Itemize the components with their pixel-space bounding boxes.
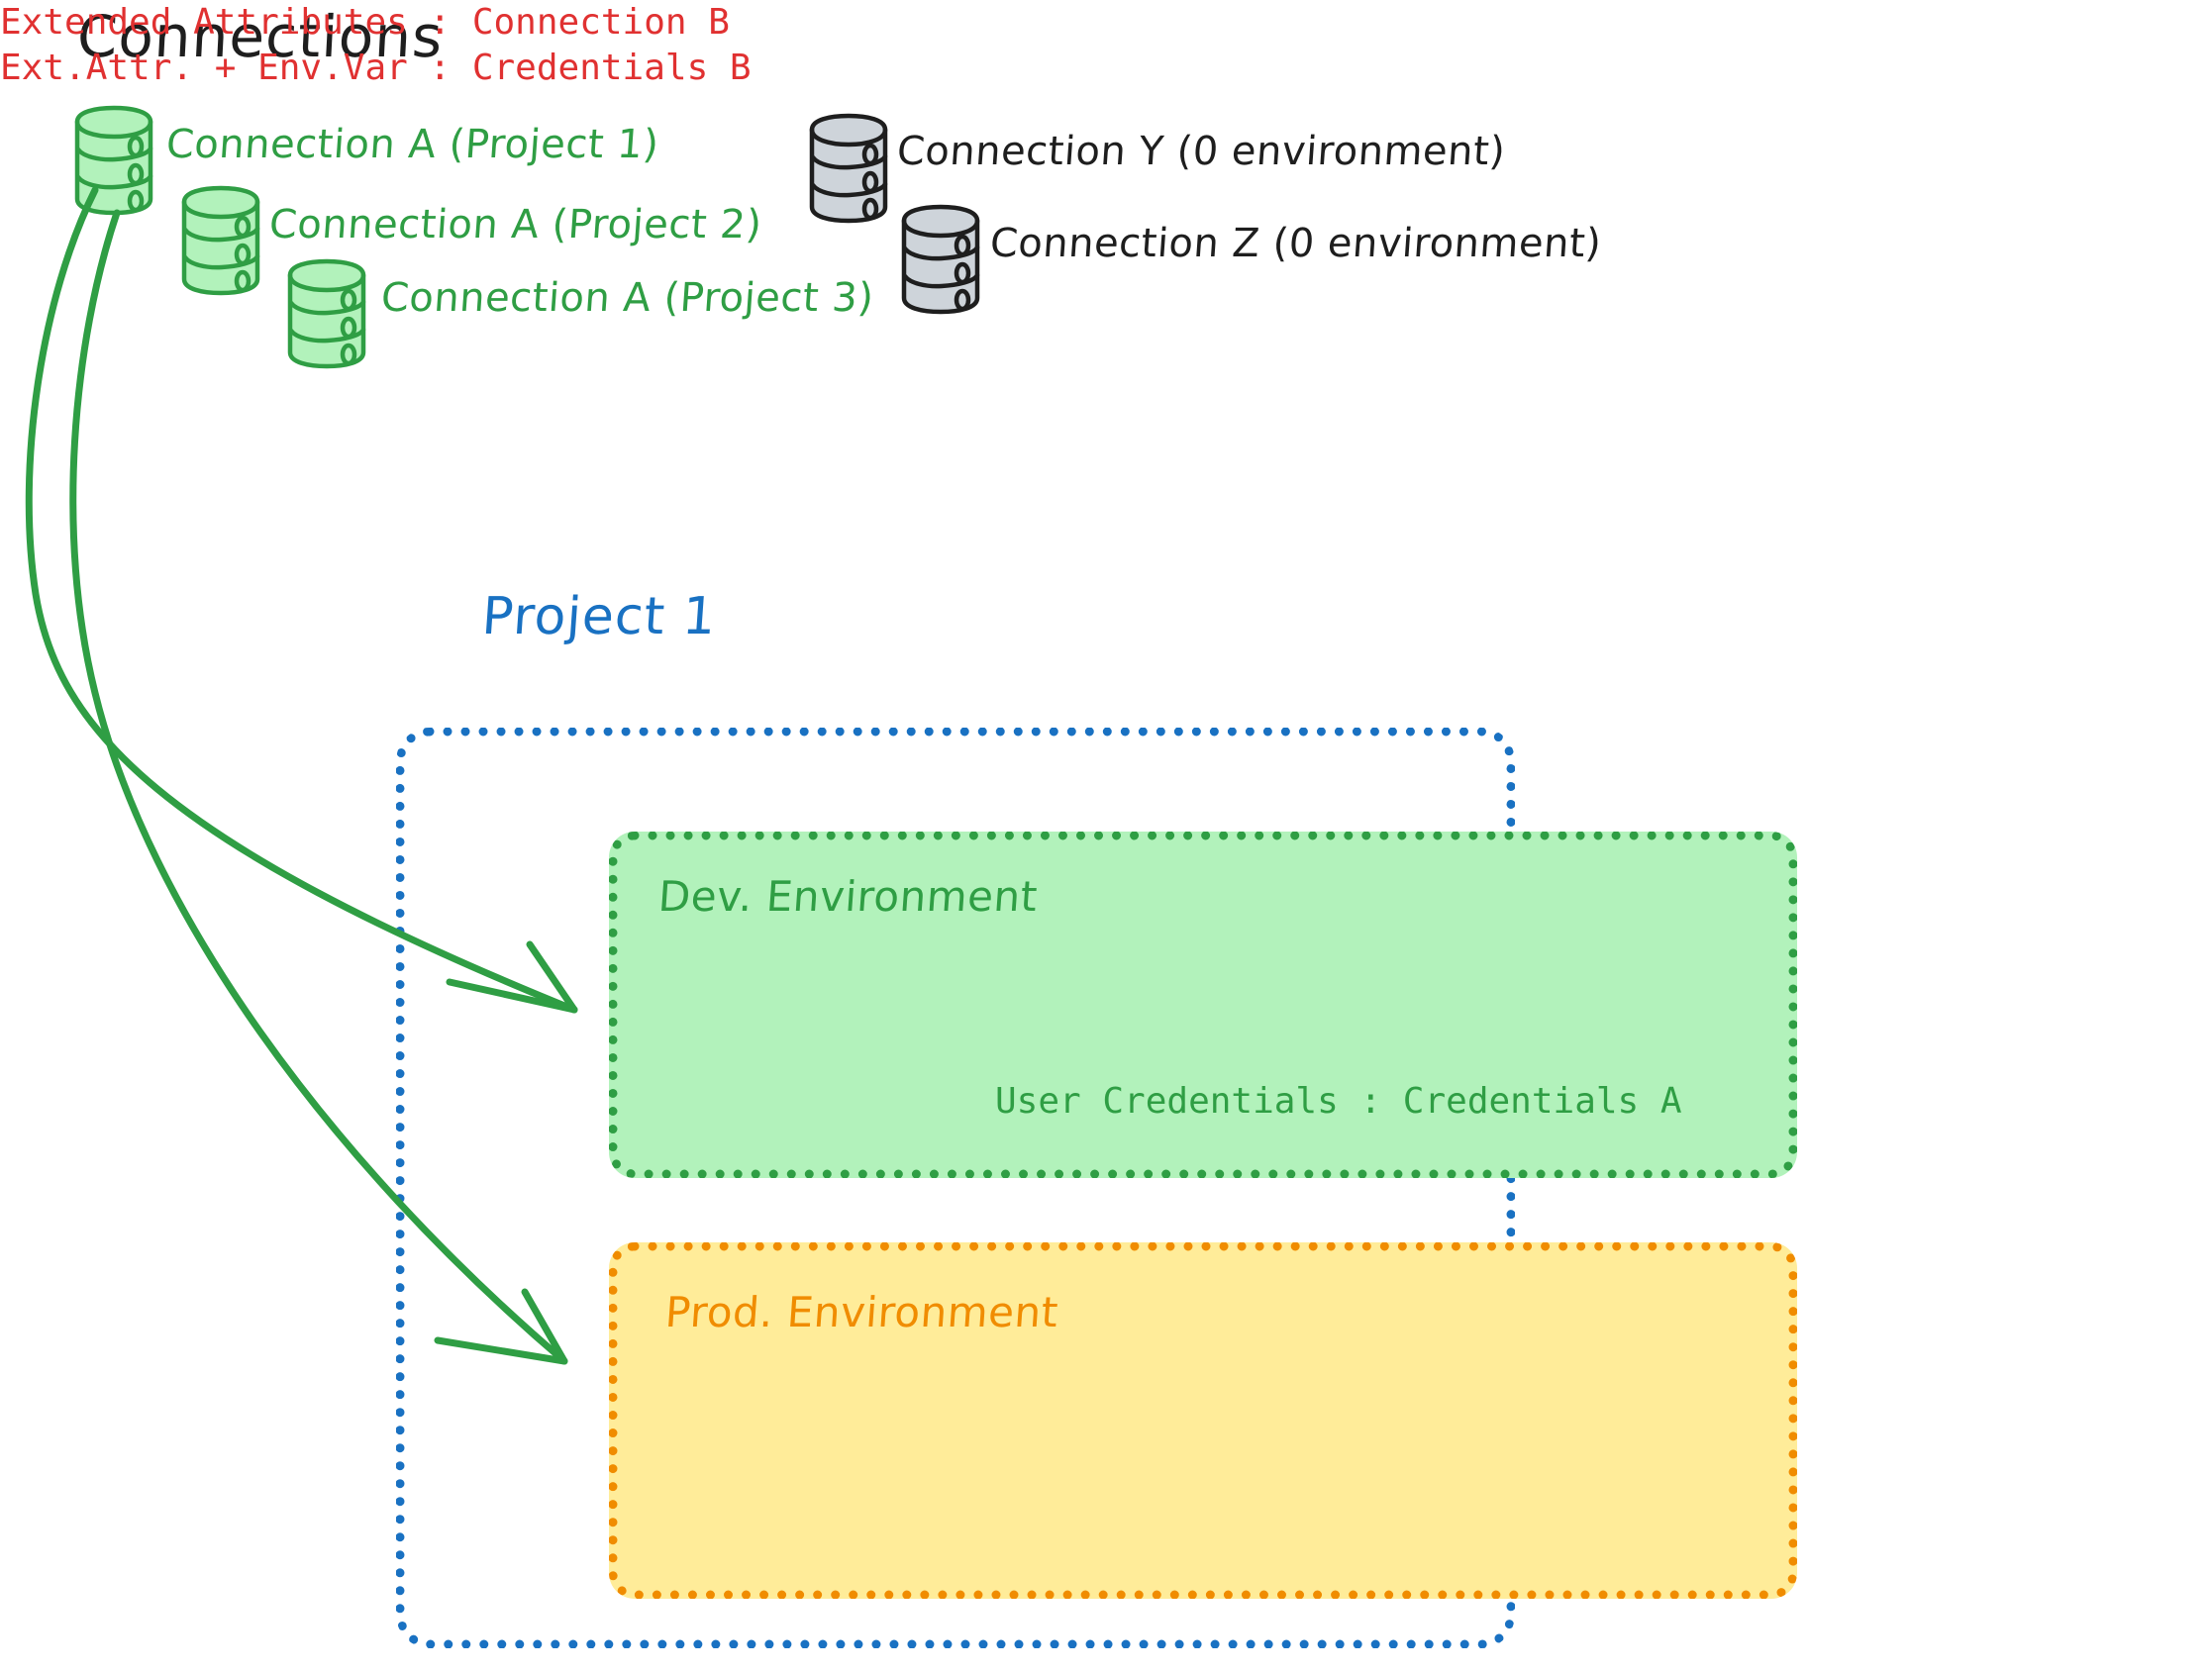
project-title: Project 1: [479, 587, 719, 646]
prod-environment-box: [609, 1242, 1797, 1599]
database-icon-conn-a-p3: [282, 257, 371, 371]
database-icon-conn-a-p2: [176, 184, 265, 298]
prod-environment-line-2: Ext.Attr. + Env.Var : Credentials B: [0, 48, 752, 88]
connection-label-conn-a-p3: Connection A (Project 3): [379, 275, 875, 321]
connection-label-conn-y: Connection Y (0 environment): [895, 129, 1507, 174]
prod-environment-title: Prod. Environment: [663, 1288, 1060, 1336]
connection-label-conn-a-p2: Connection A (Project 2): [267, 202, 763, 247]
database-icon-conn-a-p1: [69, 104, 158, 218]
dev-environment-title: Dev. Environment: [656, 872, 1040, 921]
connection-label-conn-a-p1: Connection A (Project 1): [164, 122, 660, 167]
dev-environment-credentials-line: User Credentials : Credentials A: [995, 1081, 1682, 1122]
database-icon-conn-z: [896, 203, 985, 317]
prod-environment-line-1: Extended Attributes : Connection B: [0, 2, 730, 43]
dev-environment-box: [609, 832, 1797, 1178]
database-icon-conn-y: [804, 112, 893, 226]
prod-environment-attribute-lines: Extended Attributes : Connection B Ext.A…: [0, 0, 2212, 91]
connection-label-conn-z: Connection Z (0 environment): [988, 221, 1603, 266]
